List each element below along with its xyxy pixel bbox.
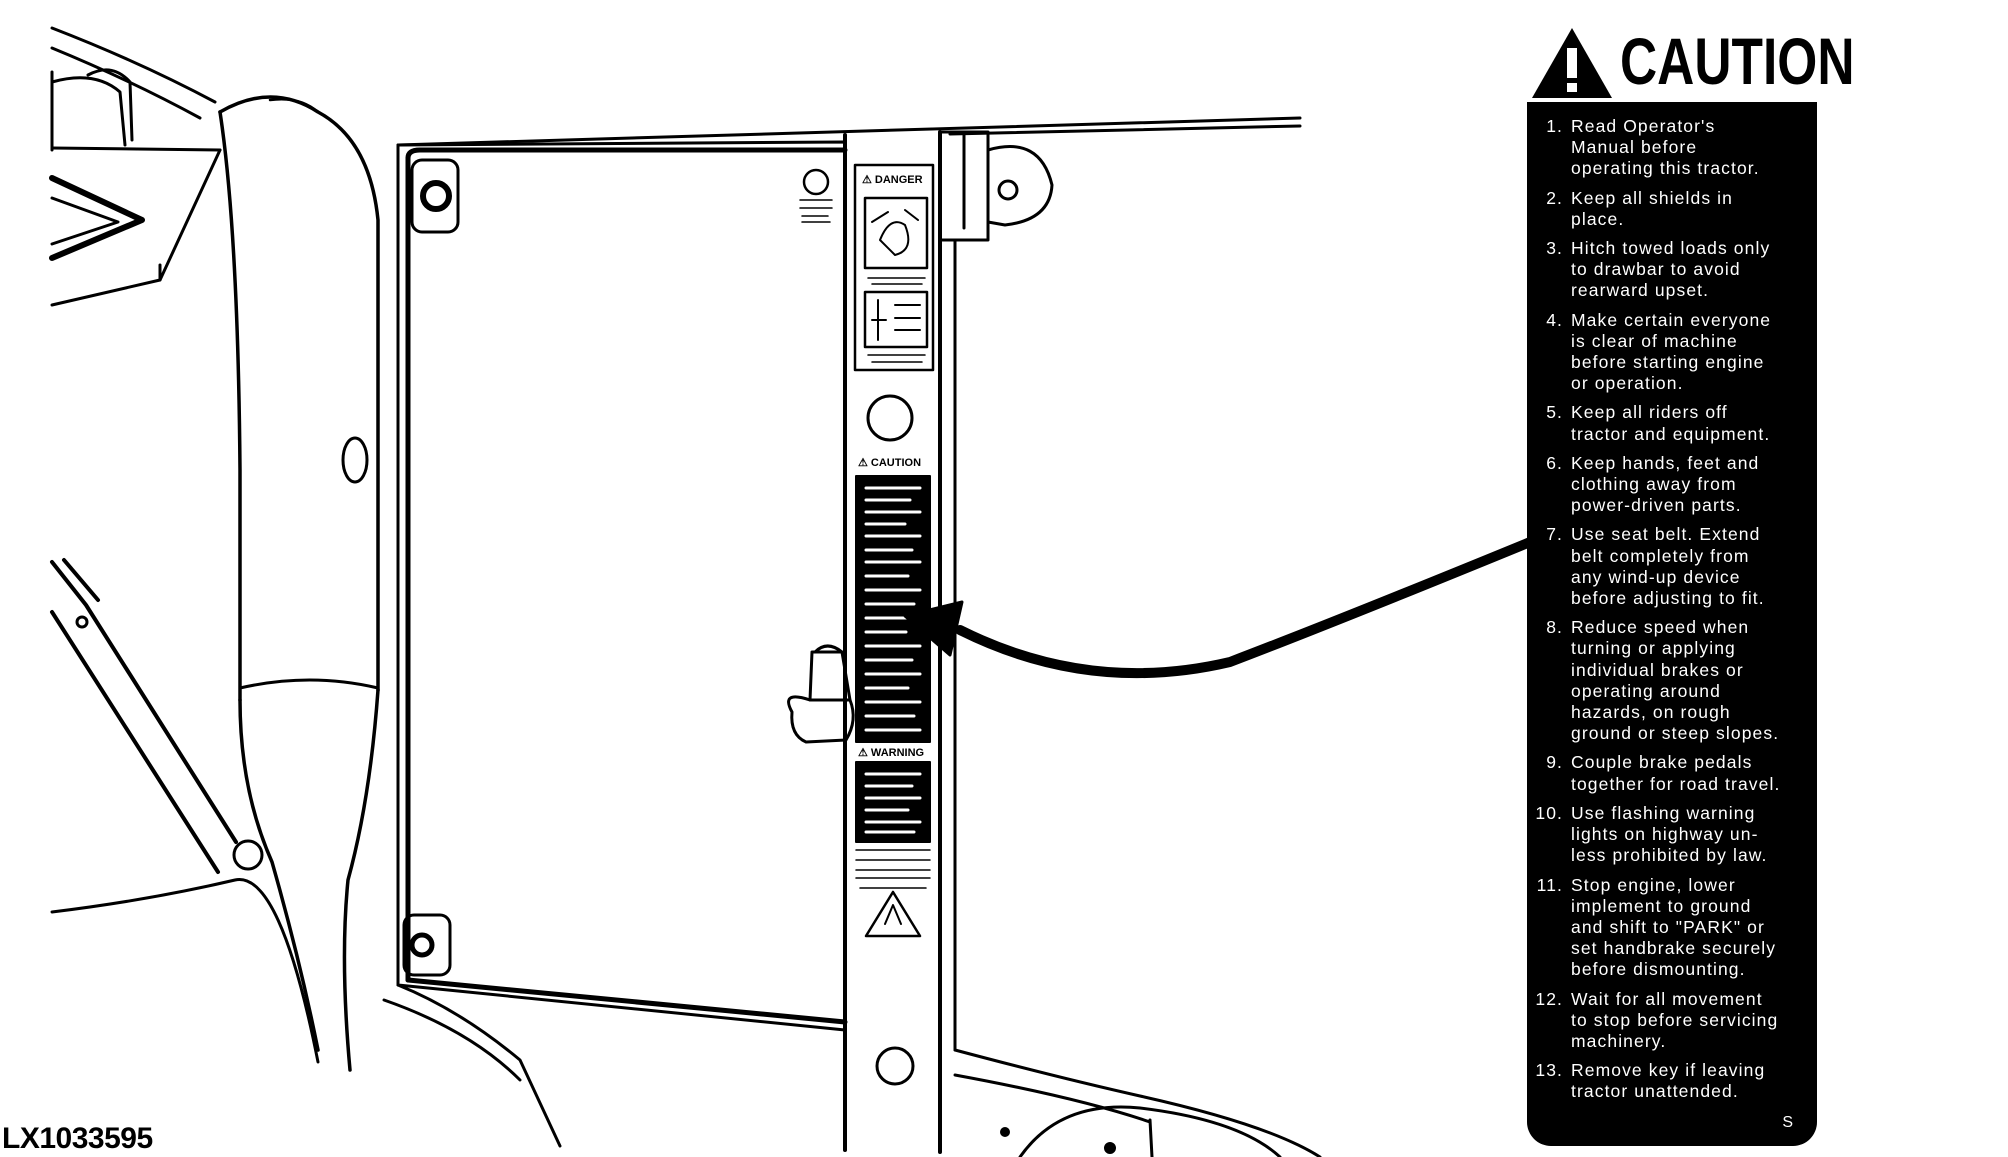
caution-rule-number: 4. [1546, 309, 1563, 330]
rear-window [382, 140, 848, 1148]
caution-rule: 6. Keep hands, feet and clothing away fro… [1535, 453, 1809, 517]
caution-rule-text: Make certain everyone is clear of machin… [1571, 309, 1772, 394]
caution-rule-number: 3. [1546, 238, 1563, 259]
caution-rule-number: 13. [1535, 1060, 1563, 1081]
label-code: S [1782, 1114, 1793, 1131]
caution-rule: 9. Couple brake pedals together for road … [1535, 752, 1809, 794]
caution-rule-text: Use flashing warning lights on highway u… [1571, 802, 1768, 866]
caution-rule-text: Wait for all movement to stop before ser… [1571, 988, 1779, 1051]
caution-rule-text: Keep all shields in place. [1571, 187, 1733, 229]
caution-rule-number: 2. [1546, 187, 1563, 208]
caution-rule-number: 6. [1546, 452, 1563, 473]
caution-rule-number: 11. [1536, 874, 1563, 895]
caution-rules-panel: 1. Read Operator's Manual before operatin… [1527, 102, 1817, 1146]
caution-rule: 12. Wait for all movement to stop before … [1535, 989, 1809, 1053]
caution-rule-text: Couple brake pedals together for road tr… [1571, 752, 1781, 794]
lever-rod [50, 558, 320, 1064]
left-cab-frame [49, 26, 222, 307]
roof-line [396, 116, 1302, 147]
caution-rules-list: 1. Read Operator's Manual before operatin… [1535, 116, 1809, 1103]
center-post [799, 130, 1054, 1154]
caution-rule: 5. Keep all riders off tractor and equipm… [1535, 402, 1809, 444]
caution-rule: 2. Keep all shields in place. [1535, 188, 1809, 230]
warning-triangle-icon [1532, 28, 1612, 98]
caution-header: CAUTION [1530, 22, 1855, 102]
lower-right-structure [953, 1048, 1322, 1157]
caution-rule: 10. Use flashing warning lights on highwa… [1535, 803, 1809, 867]
pillar-warning-decal: ⚠ WARNING [858, 747, 924, 759]
caution-rule-text: Stop engine, lower implement to ground a… [1571, 874, 1777, 980]
caution-rule-number: 10. [1535, 802, 1563, 823]
caution-rule-number: 1. [1546, 116, 1563, 136]
caution-rule: 8. Reduce speed when turning or applying … [1535, 617, 1809, 744]
caution-rule-number: 9. [1546, 752, 1563, 773]
figure-id: LX1033595 [2, 1122, 153, 1155]
caution-rule: 13. Remove key if leaving tractor unatten… [1535, 1060, 1809, 1102]
caution-rule-text: Use seat belt. Extend belt completely fr… [1571, 524, 1765, 609]
caution-rule-text: Reduce speed when turning or applying in… [1571, 617, 1780, 744]
caution-rule-number: 5. [1546, 402, 1563, 423]
caution-rule: 4. Make certain everyone is clear of mach… [1535, 310, 1809, 395]
pillar-danger-decal: ⚠ DANGER [862, 174, 923, 186]
pillar-caution-decal: ⚠ CAUTION [858, 457, 921, 469]
caution-rule-text: Hitch towed loads only to drawbar to avo… [1571, 238, 1771, 301]
caution-rule-number: 7. [1546, 524, 1563, 545]
caution-rule: 3. Hitch towed loads only to drawbar to a… [1535, 238, 1809, 302]
caution-heading: CAUTION [1620, 24, 1855, 98]
pointer-arrow [903, 535, 1540, 679]
caution-rule: 7. Use seat belt. Extend belt completely … [1535, 524, 1809, 609]
b-pillar-trim [218, 95, 380, 1072]
caution-rule: 11. Stop engine, lower implement to groun… [1535, 875, 1809, 981]
caution-rule-text: Remove key if leaving tractor unattended… [1571, 1060, 1766, 1102]
caution-rule: 1. Read Operator's Manual before operatin… [1535, 116, 1809, 180]
control-knob [787, 644, 855, 744]
caution-rule-text: Keep all riders off tractor and equipmen… [1571, 402, 1771, 444]
caution-rule-text: Read Operator's Manual before operating … [1571, 116, 1760, 179]
caution-rule-number: 12. [1535, 988, 1563, 1009]
caution-rule-text: Keep hands, feet and clothing away from … [1571, 452, 1760, 516]
caution-rule-number: 8. [1546, 617, 1563, 638]
